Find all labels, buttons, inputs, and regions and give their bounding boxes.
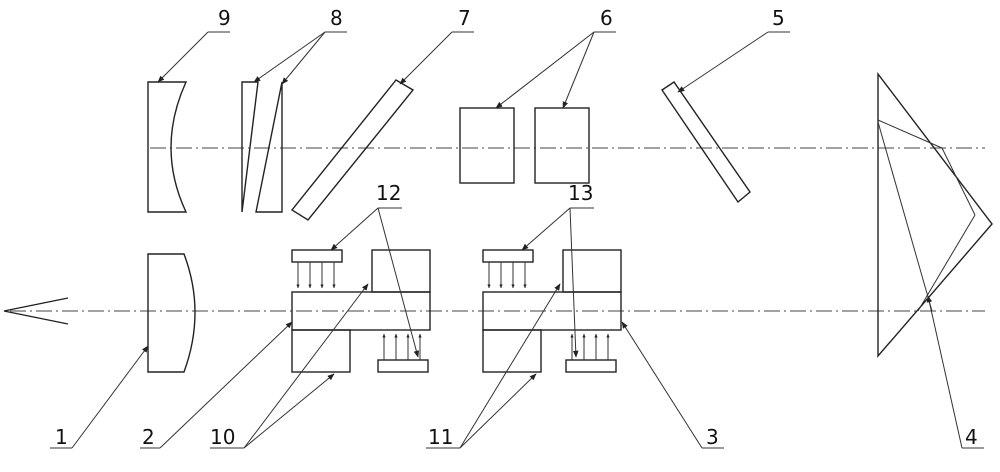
label-13: 13 (568, 181, 593, 205)
label-3: 3 (706, 425, 719, 449)
convex-lens-1 (147, 253, 196, 373)
crystal-assembly-2 (291, 249, 431, 373)
crystal-assembly-3 (482, 249, 622, 373)
label-8: 8 (330, 6, 343, 30)
label-2: 2 (142, 425, 155, 449)
leader-lines (50, 31, 984, 449)
roof-prism-4 (877, 71, 993, 358)
blocks-6 (459, 107, 590, 184)
label-12: 12 (376, 181, 401, 205)
label-11: 11 (428, 425, 453, 449)
label-10: 10 (210, 425, 235, 449)
label-5: 5 (772, 6, 785, 30)
concave-lens-9 (147, 81, 188, 213)
wedge-pair-8 (241, 81, 283, 213)
tilted-plate-7 (290, 79, 415, 221)
label-7: 7 (458, 6, 471, 30)
output-beam (3, 297, 69, 325)
label-9: 9 (218, 6, 231, 30)
label-1: 1 (55, 425, 68, 449)
label-6: 6 (600, 6, 613, 30)
component-labels: 9 8 7 6 5 12 13 1 2 10 11 3 4 (55, 6, 978, 449)
label-4: 4 (965, 425, 978, 449)
mirror-5 (661, 81, 751, 204)
